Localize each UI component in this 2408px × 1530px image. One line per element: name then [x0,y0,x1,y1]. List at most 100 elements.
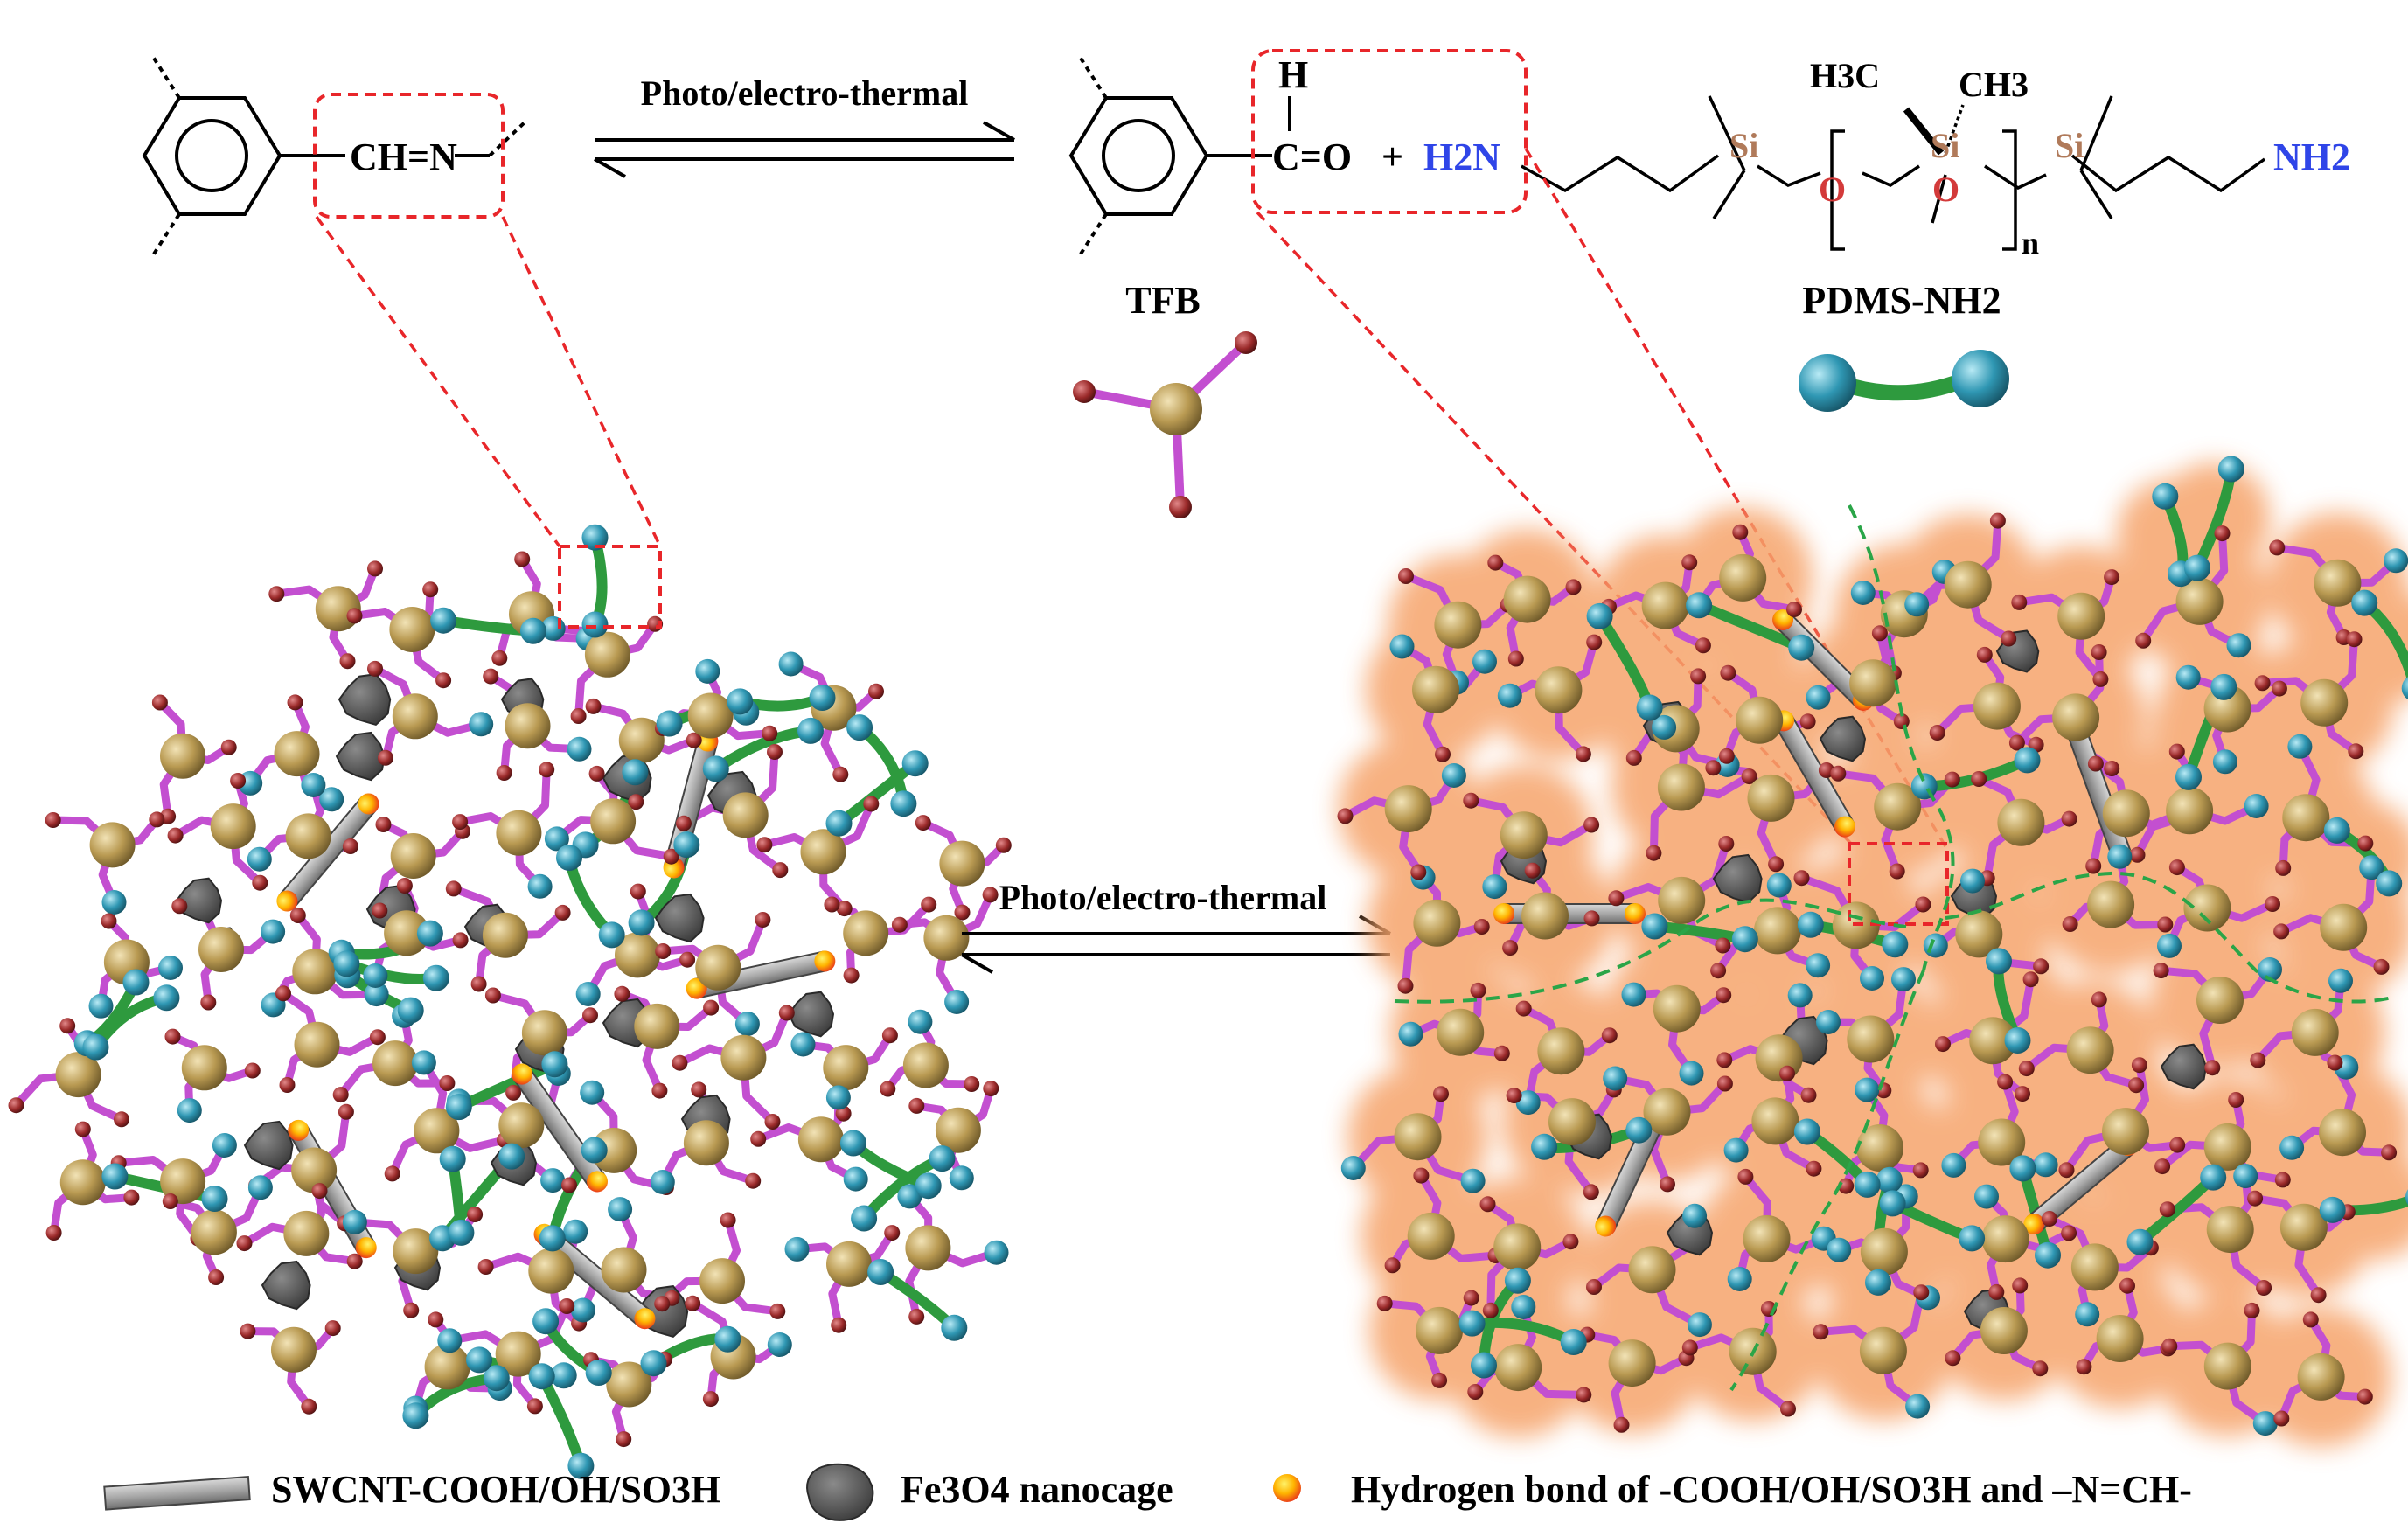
aldehyde-end-sphere [720,1212,736,1228]
aldehyde-end-sphere [268,586,285,602]
tfb-node-sphere [528,1248,574,1294]
aldehyde-end-sphere [375,817,392,832]
si-label-3: Si [2055,126,2084,165]
amine-sphere [528,1363,555,1390]
tfb-node-sphere [1416,1306,1464,1354]
amine-end-sphere [1682,1203,1708,1228]
tfb-node-sphere [2196,977,2244,1024]
tfb-node-sphere [2279,1203,2328,1251]
tfb-node-sphere [1997,798,2045,846]
aldehyde-end-sphere [1929,725,1945,741]
aldehyde-end-sphere [2250,1052,2266,1068]
tfb-node-sphere [634,1003,680,1049]
amine-sphere [890,790,917,817]
atom-spheres [8,524,1012,1479]
aldehyde-end-sphere [778,1005,795,1021]
amine-sphere [1625,1116,1653,1144]
amine-end-sphere [363,963,388,988]
amine-end-sphere [1511,1295,1536,1319]
amine-end-sphere [575,982,601,1006]
legend-fe3o4-icon [806,1463,874,1521]
amine-sphere [714,1325,741,1353]
tfb-node-sphere [2066,1026,2114,1074]
amine-end-sphere [2244,794,2269,818]
aldehyde-end-sphere [1575,746,1591,762]
aldehyde-end-sphere [1463,1290,1479,1306]
tfb-node-sphere [1653,984,1701,1033]
aldehyde-end-sphere [59,1018,76,1034]
tfb-node-sphere [2206,1206,2254,1254]
aldehyde-end-sphere [2161,1338,2178,1354]
aldehyde-end-sphere [983,1081,999,1097]
aldehyde-end-sphere [2157,916,2174,933]
fe3o4-nanocage [2160,1043,2208,1090]
amine-end-sphere [843,1166,868,1192]
amine-end-sphere [1806,685,1831,710]
swcnt-tube [511,1063,609,1193]
aldehyde-end-sphere [676,815,692,831]
top-arrow-label: Photo/electro-thermal [641,73,969,113]
aldehyde-end-sphere [1398,568,1414,584]
aldehyde-end-sphere [559,1298,575,1314]
aldehyde-end-sphere [1435,746,1451,762]
amine-sphere [82,1033,109,1061]
amine-sphere [1854,1171,1881,1198]
aldehyde-end-sphere [439,1075,456,1091]
tfb-node-sphere [292,949,338,995]
aldehyde-end-sphere [2129,846,2146,863]
amine-end-sphere [1904,592,1930,617]
aldehyde-end-sphere [2087,755,2104,772]
amine-end-sphere [1727,1267,1752,1291]
tfb-node-sphere [1755,1034,1803,1082]
aldehyde-end-sphere [691,1081,707,1098]
amine-end-sphere [695,658,720,684]
aldehyde-end-sphere [324,1320,341,1337]
tfb-molecule-icon [1073,331,1257,518]
amine-end-sphere [1652,714,1677,740]
aldehyde-end-sphere [2204,1060,2221,1076]
aldehyde-end-sphere [171,898,188,915]
aldehyde-end-sphere [891,916,908,933]
tfb-node-sphere [695,944,741,991]
aldehyde-end-sphere [539,762,555,778]
aldehyde-end-sphere [2356,1388,2373,1405]
aldehyde-end-sphere [2214,525,2231,542]
aldehyde-end-sphere [2154,1158,2171,1175]
tfb-node-sphere [1548,1098,1596,1146]
tfb-node-sphere [720,1034,767,1081]
tfb-node-sphere [1537,1027,1585,1075]
tfb-node-sphere [1434,601,1482,649]
hydrogen-bond-marker [1772,609,1794,631]
aldehyde-end-sphere [2104,569,2120,586]
aldehyde-end-sphere [1431,1372,1448,1388]
aldehyde-end-sphere [332,1087,349,1103]
aldehyde-end-sphere [1976,646,1993,663]
amine-sphere [1458,1310,1486,1337]
aldehyde-end-sphere [982,887,999,903]
aldehyde-end-sphere [422,581,439,598]
amine-end-sphere [1472,649,1497,674]
tfb-node-sphere [2203,1123,2251,1171]
aldehyde-end-sphere [1413,1167,1430,1184]
amine-sphere [2004,1027,2031,1054]
aldehyde-end-sphere [1716,1052,1733,1068]
amine-end-sphere [1723,1137,1749,1163]
amine-sphere [1910,773,1938,800]
amine-sphere [581,611,609,638]
aldehyde-end-sphere [101,913,117,929]
legend-swcnt-label: SWCNT-COOH/OH/SO3H [271,1467,721,1511]
amine-end-sphere [650,1170,675,1194]
tfb-node-sphere [2300,678,2349,727]
aldehyde-end-sphere [1695,637,1711,654]
fe3o4-nanocage [787,991,835,1038]
aldehyde-end-sphere [2271,680,2287,697]
tfb-node-sphere [294,1021,340,1068]
tfb-node-sphere [191,1209,237,1255]
tfb-node-sphere [160,733,205,779]
aldehyde-end-sphere [745,1172,762,1189]
aldehyde-end-sphere [2228,1092,2244,1108]
amine-end-sphere [247,846,272,872]
amine-end-sphere [897,1184,922,1209]
tfb-node-sphere [521,1010,567,1056]
